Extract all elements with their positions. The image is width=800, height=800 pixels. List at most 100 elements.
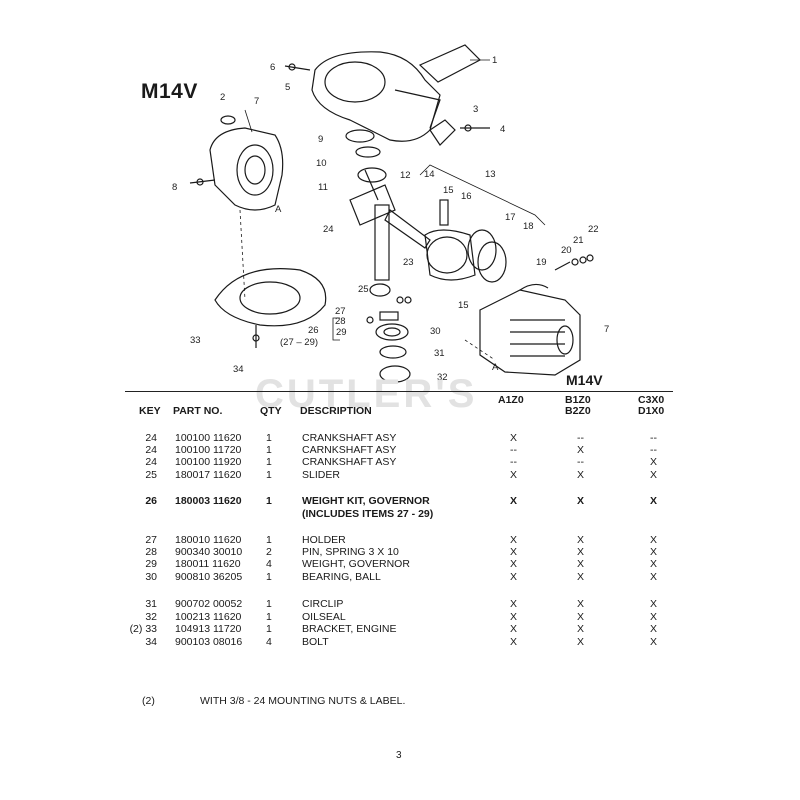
callout-29: 29 [336,327,347,338]
callout-7b: 7 [604,324,609,335]
cell-b: X [577,571,585,583]
table-model-title: M14V [566,372,603,388]
cell-qty: 1 [266,469,272,481]
table-row: 24 100100 11620 1 CRANKSHAFT ASY X -- -- [0,432,800,444]
cell-key: 34 [145,636,157,648]
cell-qty: 1 [266,571,272,583]
cell-b: X [577,611,585,623]
callout-a-right: A [492,362,499,373]
callout-32: 32 [437,372,448,383]
callout-7: 7 [254,96,259,107]
table-row: 28 900340 30010 2 PIN, SPRING 3 X 10 X X… [0,546,800,558]
cell-b: -- [577,456,584,468]
cell-b: X [577,534,585,546]
cell-qty: 4 [266,558,272,570]
crankcase-half-part [209,127,284,211]
piston-part [424,229,476,281]
callout-5: 5 [285,82,290,93]
cell-a: X [510,469,518,481]
cell-key: 25 [145,469,157,481]
cell-desc: PIN, SPRING 3 X 10 [302,546,399,558]
callout-28: 28 [335,316,346,327]
callout-16: 16 [461,191,472,202]
cell-key: 24 [145,444,157,456]
callout-21: 21 [573,235,584,246]
callout-14: 14 [424,169,435,180]
model-title: M14V [141,80,198,103]
cell-a: X [510,558,518,570]
cell-c: X [650,456,658,468]
cell-a: -- [510,444,517,456]
cell-qty: 1 [266,432,272,444]
cell-key: 27 [145,534,157,546]
exploded-parts-diagram: 1 2 3 4 5 6 7 8 9 10 11 12 13 14 15 16 1… [172,44,609,383]
cell-part: 180011 11620 [175,558,241,570]
cell-part: 900810 36205 [175,571,243,583]
callout-33: 33 [190,335,201,346]
cell-b: X [577,495,585,507]
cell-c: X [650,546,658,558]
cell-a: X [510,571,518,583]
table-row: 30 900810 36205 1 BEARING, BALL X X X [0,571,800,583]
table-row: 24 100100 11920 1 CRANKSHAFT ASY -- -- X [0,456,800,468]
footnote-marker: (2) [142,695,155,707]
callout-19: 19 [536,257,547,268]
cell-b: X [577,598,585,610]
cell-desc: BOLT [302,636,329,648]
cell-c: X [650,623,658,635]
header-a1z0: A1Z0 [498,394,524,406]
cell-part: 104913 11720 [175,623,242,635]
cell-a: X [510,623,518,635]
callout-24: 24 [323,224,334,235]
cell-desc: SLIDER [302,469,340,481]
cell-qty: 1 [266,444,272,456]
table-row: 32 100213 11620 1 OILSEAL X X X [0,611,800,623]
table-row: 29 180011 11620 4 WEIGHT, GOVERNOR X X X [0,558,800,570]
cell-desc: CARNKSHAFT ASY [302,444,397,456]
label-plate-part [418,44,482,83]
engine-bracket-part [214,268,327,327]
table-row: 24 100100 11720 1 CARNKSHAFT ASY -- X -- [0,444,800,456]
cell-a: X [510,432,518,444]
watermark-text: CUTLER'S [255,372,478,416]
cell-key: 24 [145,456,157,468]
table-row: (INCLUDES ITEMS 27 - 29) [0,508,800,520]
callout-12: 12 [400,170,411,181]
callout-4: 4 [500,124,505,135]
cell-c: X [650,571,658,583]
header-part-no: PART NO. [173,405,223,417]
cell-a: X [510,495,518,507]
cell-c: X [650,534,658,546]
header-key: KEY [139,405,161,417]
cell-qty: 1 [266,598,272,610]
cell-qty: 2 [266,546,272,558]
cell-part: 100100 11620 [175,432,242,444]
callout-11: 11 [318,182,328,193]
cell-qty: 1 [266,611,272,623]
callout-17: 17 [505,212,516,223]
callout-10: 10 [316,158,327,169]
cell-part: 100213 11620 [175,611,242,623]
cell-c: X [650,558,658,570]
cell-qty: 1 [266,534,272,546]
cell-key: 30 [145,571,157,583]
cell-desc: BRACKET, ENGINE [302,623,397,635]
cell-a: X [510,546,518,558]
cell-c: X [650,611,658,623]
callout-3: 3 [473,104,478,115]
table-row: 27 180010 11620 1 HOLDER X X X [0,534,800,546]
cell-c: X [650,469,658,481]
cell-qty: 4 [266,636,272,648]
cell-a: X [510,611,518,623]
cell-desc: (INCLUDES ITEMS 27 - 29) [302,508,434,520]
cell-key: 26 [145,495,157,507]
cell-c: X [650,636,658,648]
cell-a: X [510,534,518,546]
cell-qty: 1 [266,495,272,507]
table-row: 34 900103 08016 4 BOLT X X X [0,636,800,648]
callout-a-left: A [275,204,282,215]
cell-part: 100100 11920 [175,456,242,468]
cell-c: -- [650,444,657,456]
cell-key: 28 [145,546,157,558]
cell-part: 180017 11620 [175,469,242,481]
